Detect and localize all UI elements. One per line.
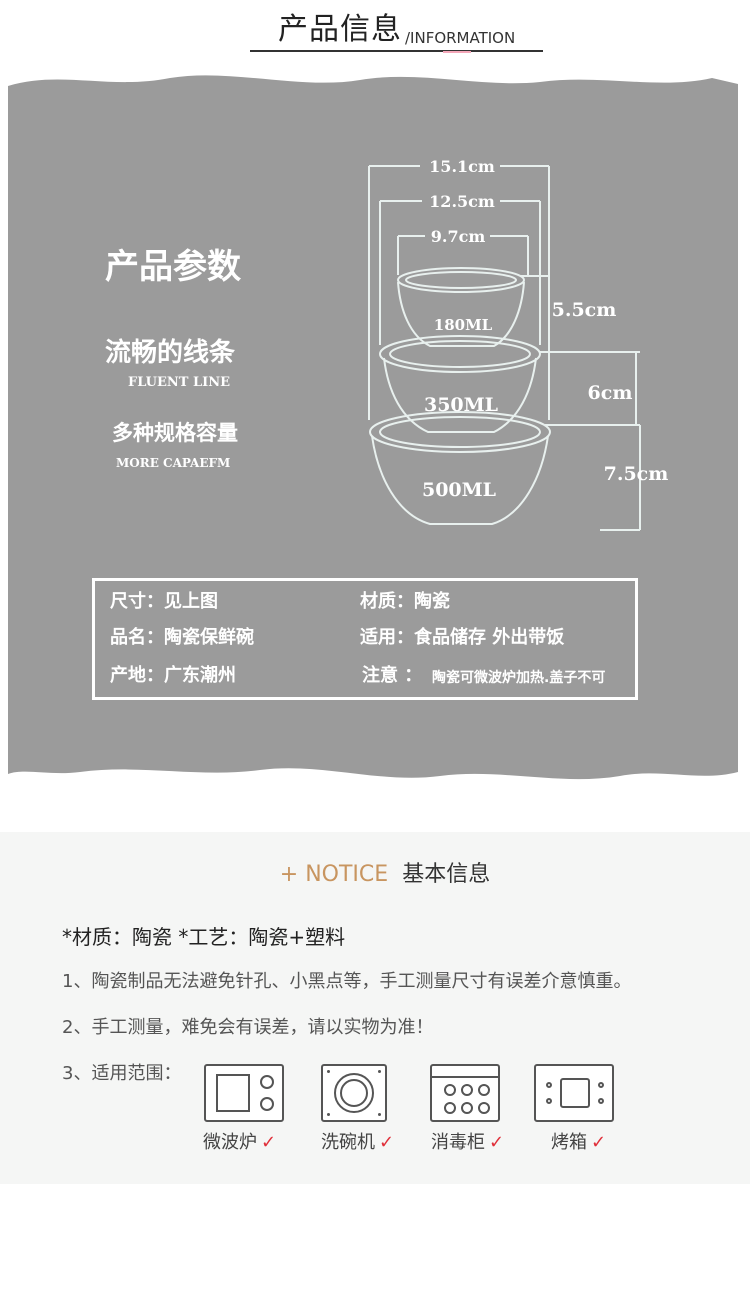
notice-line-1: 1、陶瓷制品无法避免针孔、小黑点等，手工测量尺寸有误差介意慎重。 <box>62 971 632 992</box>
bowl-dimension-diagram: 15.1cm 12.5cm 9.7cm 5.5cm 6cm 7.5cm 180M… <box>368 157 669 531</box>
title-accent-mark <box>443 51 471 53</box>
bowl-500-label: 500ML <box>422 479 496 501</box>
appliance-microwave: 微波炉✓ <box>203 1132 277 1153</box>
check-icon: ✓ <box>261 1132 277 1153</box>
check-icon: ✓ <box>379 1132 395 1153</box>
section-title: 产品信息 <box>278 12 402 47</box>
microwave-icon <box>204 1064 284 1122</box>
spec-size: 尺寸：见上图 <box>110 591 218 612</box>
width-12-label: 12.5cm <box>429 192 495 211</box>
spec-use: 适用：食品储存 外出带饭 <box>360 627 565 648</box>
spec-note-label: 注意 ： <box>362 665 423 686</box>
material-line: *材质：陶瓷 *工艺：陶瓷+塑料 <box>62 925 346 949</box>
dishwasher-icon <box>321 1064 387 1122</box>
title-underline <box>250 50 543 52</box>
spec-name: 品名：陶瓷保鲜碗 <box>110 627 254 648</box>
bowl-180-label: 180ML <box>434 316 493 334</box>
width-15-label: 15.1cm <box>429 157 495 176</box>
sterilizer-cabinet-icon <box>430 1064 500 1122</box>
spec-note-text: 陶瓷可微波炉加热.盖子不可 <box>432 670 606 686</box>
feature-capacity: 多种规格容量 <box>112 420 238 445</box>
notice-title: + NOTICE 基本信息 <box>0 858 750 892</box>
height-7-label: 7.5cm <box>604 463 669 485</box>
width-9-label: 9.7cm <box>431 227 486 246</box>
appliance-oven: 烤箱✓ <box>551 1132 607 1153</box>
feature-fluent-line: 流畅的线条 <box>105 338 236 368</box>
appliance-dishwasher: 洗碗机✓ <box>321 1132 395 1153</box>
height-5-label: 5.5cm <box>552 299 617 321</box>
check-icon: ✓ <box>591 1132 607 1153</box>
feature-fluent-line-en: FLUENT LINE <box>128 375 231 390</box>
bowl-350-label: 350ML <box>424 394 498 416</box>
section-title-en: /INFORMATION <box>405 29 516 47</box>
spec-box <box>92 578 638 700</box>
notice-title-en: NOTICE <box>305 862 389 887</box>
height-6-label: 6cm <box>588 382 633 404</box>
spec-material: 材质：陶瓷 <box>360 591 450 612</box>
notice-plus: + <box>279 862 299 887</box>
notice-line-3: 3、适用范围： <box>62 1063 182 1084</box>
params-title: 产品参数 <box>105 247 241 287</box>
spec-origin: 产地：广东潮州 <box>110 665 236 686</box>
notice-line-2: 2、手工测量，难免会有误差，请以实物为准！ <box>62 1017 434 1038</box>
feature-capacity-en: MORE CAPAEFM <box>116 456 231 470</box>
notice-title-cn: 基本信息 <box>402 862 491 887</box>
appliance-sterilizer: 消毒柜✓ <box>431 1132 505 1153</box>
notice-section <box>0 832 750 1184</box>
oven-icon <box>534 1064 614 1122</box>
check-icon: ✓ <box>489 1132 505 1153</box>
